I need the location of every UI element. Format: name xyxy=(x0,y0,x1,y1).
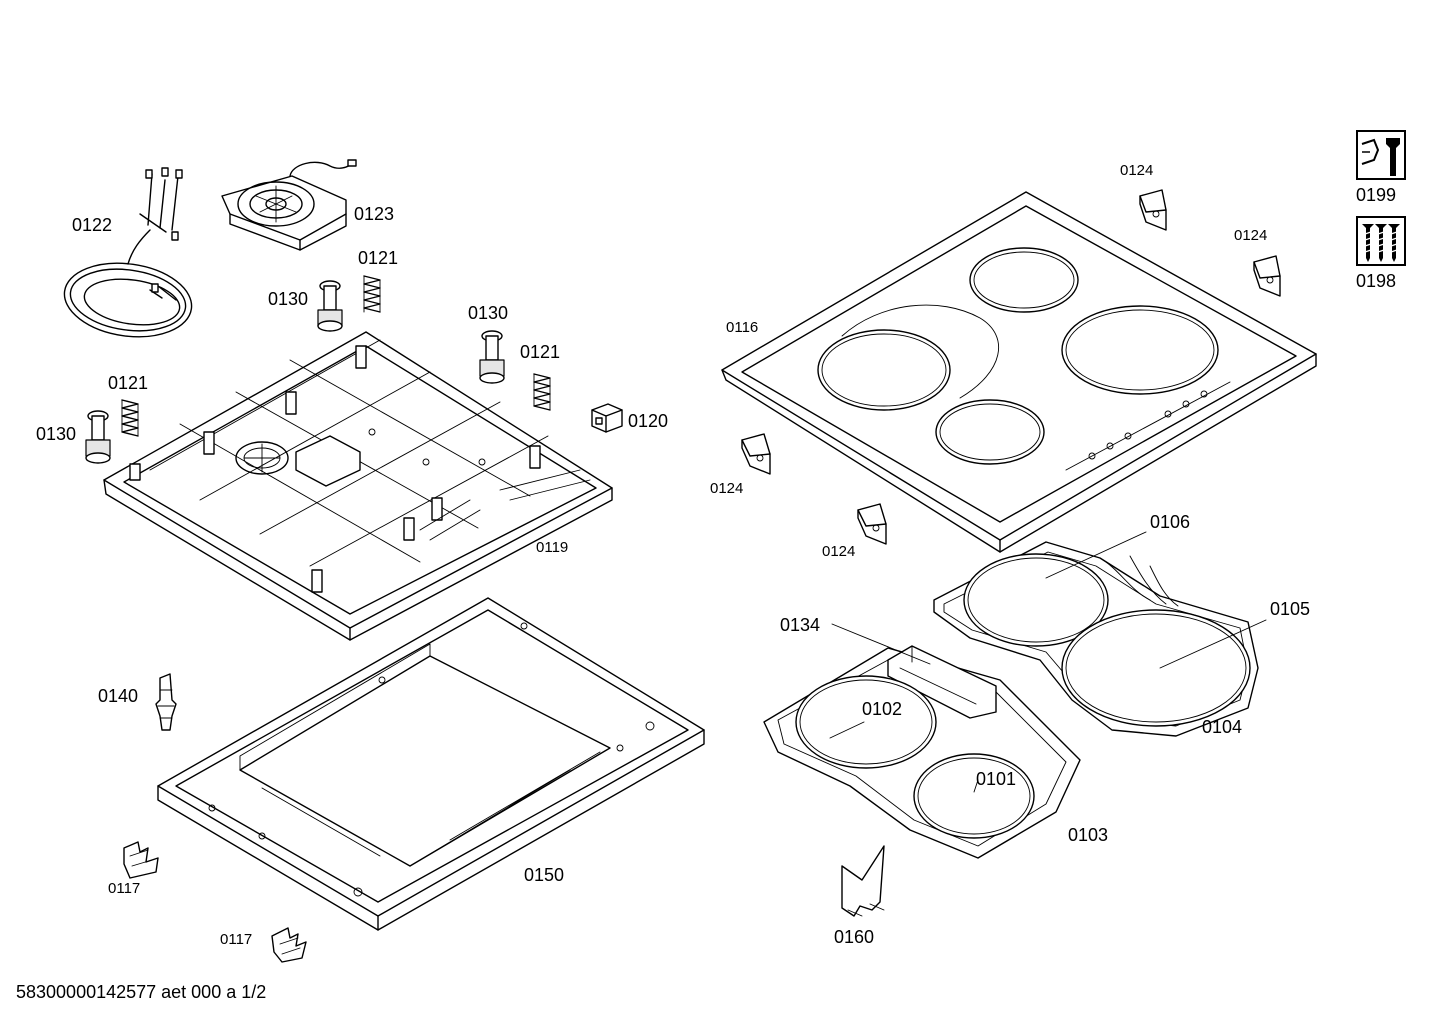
label-part-0124-top: 0124 xyxy=(1120,162,1154,179)
housing-tray-part-0119 xyxy=(103,331,613,641)
heating-element-part-0101 xyxy=(913,753,1035,839)
label-part-0104: 0104 xyxy=(1202,717,1243,737)
pin-part-0140 xyxy=(155,673,177,731)
label-part-0134: 0134 xyxy=(780,615,821,635)
heating-element-part-0105 xyxy=(1061,609,1251,727)
label-part-0117-a: 0117 xyxy=(108,880,141,897)
label-part-0121-top: 0121 xyxy=(358,248,399,268)
foot-part-0130-right xyxy=(479,330,505,384)
bracket-part-0124-bottom xyxy=(857,503,887,545)
label-part-0105: 0105 xyxy=(1270,599,1311,619)
wrench-icon xyxy=(1356,130,1406,180)
label-part-0124-bottom: 0124 xyxy=(822,543,856,560)
spring-part-0121-top xyxy=(363,275,381,313)
label-part-0103: 0103 xyxy=(1068,825,1109,845)
label-part-0124-right: 0124 xyxy=(1234,227,1268,244)
label-part-0122: 0122 xyxy=(72,215,113,235)
label-part-0106: 0106 xyxy=(1150,512,1191,532)
label-part-0101: 0101 xyxy=(976,769,1017,789)
fan-part-0123 xyxy=(221,159,357,251)
spring-part-0121-right xyxy=(533,373,551,411)
bracket-part-0124-left xyxy=(741,433,771,475)
label-part-0124-left: 0124 xyxy=(710,480,744,497)
base-frame-part-0150 xyxy=(157,597,705,931)
label-part-0140: 0140 xyxy=(98,686,139,706)
clip-part-0117-b xyxy=(271,927,307,963)
bracket-part-0124-top xyxy=(1139,189,1167,231)
label-part-0120: 0120 xyxy=(628,411,669,431)
clip-part-0120 xyxy=(591,403,623,433)
clip-part-0117-a xyxy=(123,841,159,879)
label-part-0117-b: 0117 xyxy=(220,931,253,948)
label-part-0130-top: 0130 xyxy=(268,289,309,309)
label-part-0130-right: 0130 xyxy=(468,303,509,323)
label-part-0102: 0102 xyxy=(862,699,903,719)
glass-ceramic-top-part-0116 xyxy=(721,191,1317,553)
spring-part-0121-left xyxy=(121,399,139,437)
cover-sheet-part-0160 xyxy=(841,845,885,917)
label-part-0150: 0150 xyxy=(524,865,565,885)
label-part-0130-left: 0130 xyxy=(36,424,77,444)
label-part-0199: 0199 xyxy=(1356,185,1397,205)
drawing-reference-footer: 58300000142577 aet 000 a 1/2 xyxy=(16,982,267,1002)
label-part-0123: 0123 xyxy=(354,204,395,224)
label-part-0116: 0116 xyxy=(726,319,759,336)
foot-part-0130-top xyxy=(317,280,343,332)
label-part-0198: 0198 xyxy=(1356,271,1397,291)
heating-element-part-0102 xyxy=(795,675,937,769)
label-part-0121-left: 0121 xyxy=(108,373,149,393)
foot-part-0130-left xyxy=(85,410,111,464)
screws-icon xyxy=(1356,216,1406,266)
cable-harness-part-0122 xyxy=(63,167,193,338)
label-part-0119: 0119 xyxy=(536,539,569,556)
sensor-bracket-part-0134 xyxy=(887,645,997,719)
heating-element-part-0106 xyxy=(963,553,1109,647)
label-part-0121-right: 0121 xyxy=(520,342,561,362)
label-part-0160: 0160 xyxy=(834,927,875,947)
bracket-part-0124-right xyxy=(1253,255,1281,297)
leader-lines xyxy=(829,531,1267,793)
